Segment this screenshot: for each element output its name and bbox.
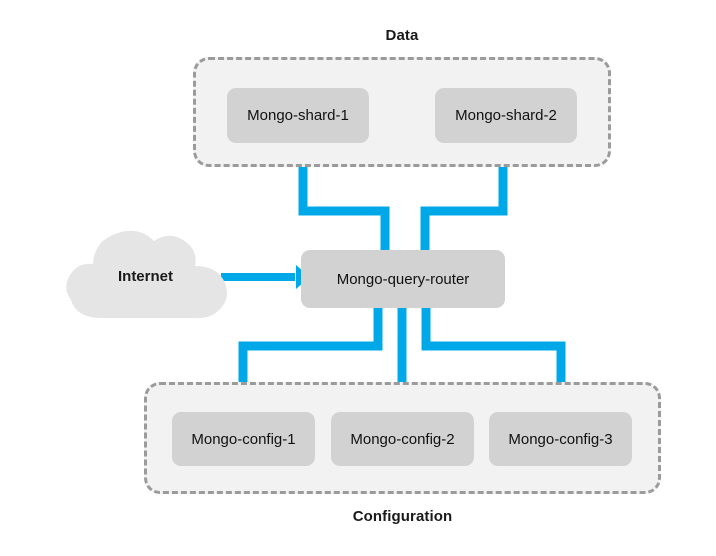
group-caption-data: Data [385,27,419,44]
group-caption-configuration: Configuration [352,508,453,525]
node-label: Mongo-query-router [336,270,470,288]
node-label: Mongo-shard-1 [247,107,349,124]
internet-label: Internet [117,268,173,285]
node-label: Mongo-config-3 [508,430,613,448]
node-mongo-shard-1[interactable]: Mongo-shard-1 [227,88,369,143]
node-mongo-query-router[interactable]: Mongo-query-router [301,250,505,308]
internet-cloud-icon [66,230,227,319]
node-mongo-shard-2[interactable]: Mongo-shard-2 [435,88,577,143]
node-mongo-config-3[interactable]: Mongo-config-3 [489,412,632,466]
node-mongo-config-1[interactable]: Mongo-config-1 [172,412,315,466]
node-label: Mongo-shard-2 [455,107,557,124]
node-mongo-config-2[interactable]: Mongo-config-2 [331,412,474,466]
node-label: Mongo-config-1 [191,430,296,448]
node-label: Mongo-config-2 [350,430,455,448]
